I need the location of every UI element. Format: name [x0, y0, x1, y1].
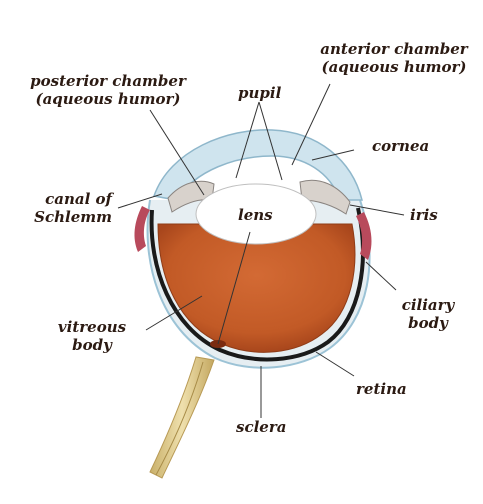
vitreous-body-line1: vitreous [50, 318, 134, 336]
label-posterior-chamber: posterior chamber (aqueous humor) [22, 72, 194, 108]
label-cornea: cornea [372, 137, 429, 155]
canal-of-schlemm-line1: canal of [20, 190, 112, 208]
anterior-chamber-line1: anterior chamber [316, 40, 472, 58]
label-canal-of-schlemm: canal of Schlemm [20, 190, 112, 226]
label-lens: lens [238, 206, 273, 224]
label-sclera: sclera [236, 418, 286, 436]
canal-of-schlemm-line2: Schlemm [20, 208, 112, 226]
vitreous-body-line2: body [50, 336, 134, 354]
label-pupil: pupil [238, 84, 281, 102]
label-retina: retina [356, 380, 407, 398]
posterior-chamber-line1: posterior chamber [22, 72, 194, 90]
optic-nerve [150, 357, 214, 478]
label-anterior-chamber: anterior chamber (aqueous humor) [316, 40, 472, 76]
ciliary-body-line2: body [392, 314, 464, 332]
ciliary-body-line1: ciliary [392, 296, 464, 314]
posterior-chamber-line2: (aqueous humor) [22, 90, 194, 108]
label-vitreous-body: vitreous body [50, 318, 134, 354]
anterior-chamber-line2: (aqueous humor) [316, 58, 472, 76]
label-ciliary-body: ciliary body [392, 296, 464, 332]
label-iris: iris [410, 206, 438, 224]
